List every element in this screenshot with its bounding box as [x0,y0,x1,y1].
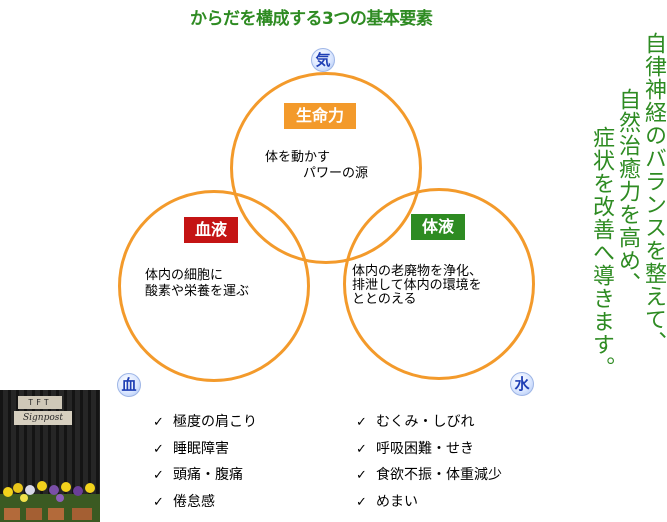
text-blood: 体内の細胞に 酸素や栄養を運ぶ [145,268,249,300]
list-item-label: 倦怠感 [173,493,215,510]
list-item: ✓ 倦怠感 [153,492,257,519]
message-line-1: 自律神経のバランスを整えて、 [641,32,666,354]
message-line-2: 自然治癒力を高め、 [615,88,640,295]
check-icon: ✓ [153,415,164,430]
label-body-fluid: 体液 [411,214,465,240]
text-line: パワーの源 [303,166,369,181]
label-life-force: 生命力 [284,103,356,129]
symptom-list-left: ✓ 極度の肩こり ✓ 睡眠障害 ✓ 頭痛・腹痛 ✓ 倦怠感 [153,412,257,518]
text-line: 排泄して体内の環境を [352,278,482,293]
circle-body-fluid [343,188,535,380]
text-body-fluid: 体内の老廃物を浄化、 排泄して体内の環境を ととのえる [352,265,482,307]
sui-badge: 水 [510,372,534,396]
list-item: ✓ 睡眠障害 [153,439,257,466]
text-line: 体内の細胞に [145,268,224,283]
label-blood: 血液 [184,217,238,243]
list-item-label: 極度の肩こり [173,414,257,430]
check-icon: ✓ [356,441,367,457]
check-icon: ✓ [153,468,164,483]
ki-badge: 気 [311,48,335,72]
list-item: ✓ 極度の肩こり [153,412,257,439]
list-item: ✓ めまい [356,492,502,519]
list-item: ✓ 食欲不振・体重減少 [356,465,502,492]
text-life-force: 体を動かす パワーの源 [265,150,368,182]
three-elements-diagram: 生命力 血液 体液 体を動かす パワーの源 体内の細胞に 酸素や栄養を運ぶ 体内… [117,48,535,397]
symptom-list-right: ✓ むくみ・しびれ ✓ 呼吸困難・せき ✓ 食欲不振・体重減少 ✓ めまい [356,412,502,518]
flower-pots-image [0,481,100,522]
storefront-photo: TFT Signpost [0,390,100,522]
text-line: ととのえる [352,292,417,307]
check-icon: ✓ [356,468,367,483]
circle-blood [118,190,310,382]
list-item-label: 食欲不振・体重減少 [376,467,502,483]
check-icon: ✓ [153,494,164,510]
check-icon: ✓ [356,494,367,510]
list-item: ✓ 呼吸困難・せき [356,439,502,466]
check-icon: ✓ [356,415,367,430]
list-item-label: めまい [376,493,418,510]
text-line: 酸素や栄養を運ぶ [145,284,250,299]
list-item-label: 呼吸困難・せき [376,440,474,457]
page-title: からだを構成する3つの基本要素 [190,9,433,29]
text-line: 体を動かす [265,150,331,165]
ketsu-badge: 血 [117,373,141,397]
text-line: 体内の老廃物を浄化、 [352,264,483,279]
sign-top: TFT [18,396,62,409]
check-icon: ✓ [153,441,164,457]
message-line-3: 症状を改善へ導きます。 [589,126,614,379]
circle-life-force [230,72,422,264]
list-item: ✓ 頭痛・腹痛 [153,465,257,492]
list-item-label: むくみ・しびれ [376,414,475,430]
sign-bottom: Signpost [14,411,72,425]
list-item-label: 睡眠障害 [173,440,229,457]
list-item-label: 頭痛・腹痛 [173,467,243,483]
list-item: ✓ むくみ・しびれ [356,412,502,439]
